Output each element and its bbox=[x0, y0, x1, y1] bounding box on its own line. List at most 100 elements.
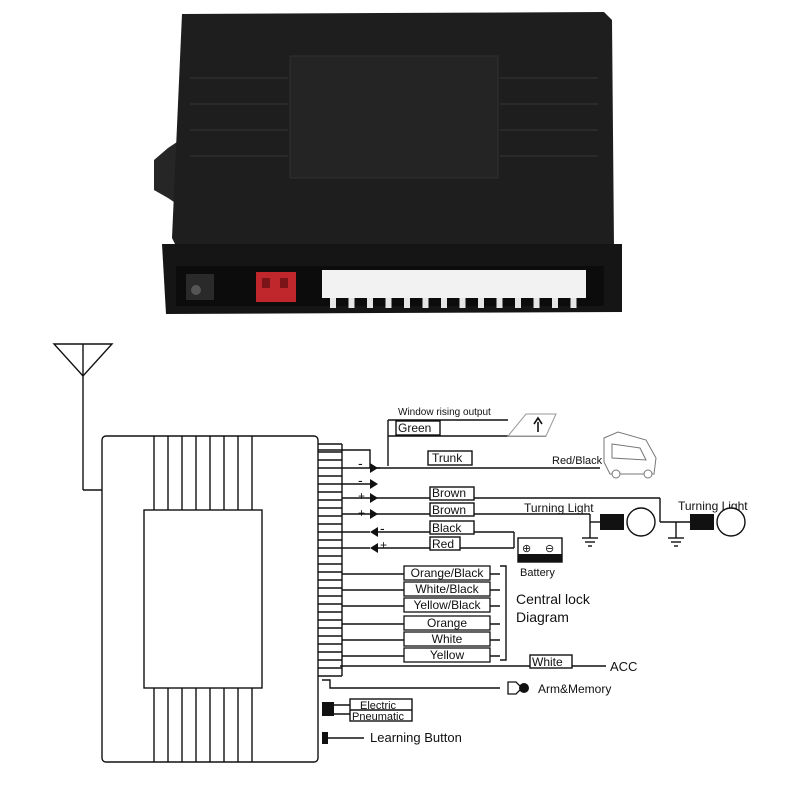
battery-base bbox=[518, 554, 562, 562]
wire-learning-button: Learning Button bbox=[322, 730, 462, 745]
wire-brown-2: Brown Turning Light bbox=[376, 501, 600, 523]
wire-black: Black bbox=[376, 520, 515, 548]
lock-label-box bbox=[403, 647, 491, 663]
connector-tooth bbox=[441, 298, 447, 308]
control-module bbox=[101, 435, 343, 763]
lock-label-box bbox=[403, 615, 491, 631]
connector-tooth bbox=[348, 298, 355, 308]
connector-tooth bbox=[478, 298, 484, 308]
label-black: Black bbox=[432, 521, 462, 535]
connector-tooth bbox=[459, 298, 466, 308]
module-inner-lines bbox=[153, 436, 253, 762]
polarity-arrow-icon bbox=[370, 543, 378, 553]
white-connector bbox=[322, 270, 586, 298]
connector-tooth bbox=[496, 298, 503, 308]
connector-tooth bbox=[330, 298, 336, 308]
wire-brown-1: Brown bbox=[376, 486, 690, 523]
label-turning-light-1: Turning Light bbox=[524, 501, 594, 515]
sign-plus-3: + bbox=[380, 538, 387, 552]
lock-label-box bbox=[403, 581, 491, 597]
connector-tooth bbox=[422, 298, 429, 308]
battery-minus: ⊖ bbox=[545, 543, 554, 555]
connector-tooth bbox=[552, 298, 558, 308]
polarity-arrow-icon bbox=[370, 509, 378, 519]
polarity-arrows bbox=[342, 463, 378, 553]
label-pneumatic: Pneumatic bbox=[352, 711, 404, 723]
label-battery: Battery bbox=[520, 567, 555, 579]
label-learning-button: Learning Button bbox=[370, 730, 462, 745]
antenna bbox=[52, 343, 114, 491]
label-red-black: Red/Black bbox=[552, 455, 603, 467]
lock-wire-label: Yellow/Black bbox=[414, 598, 482, 612]
red-connector-pin-b bbox=[280, 278, 288, 288]
label-box-brown-1 bbox=[429, 486, 475, 501]
wire-red: Red bbox=[376, 536, 514, 551]
lid-ribs bbox=[190, 77, 598, 157]
label-brown-1: Brown bbox=[432, 486, 466, 500]
lock-label-box bbox=[403, 631, 491, 647]
sign-minus-3: - bbox=[380, 520, 385, 536]
lock-wire-label: Orange/Black bbox=[411, 566, 485, 580]
wire-arm-memory: Arm&Memory bbox=[322, 679, 611, 696]
led-bulb bbox=[519, 683, 529, 693]
sign-plus-2: + bbox=[358, 506, 365, 520]
control-box-photo bbox=[154, 12, 622, 314]
connector-teeth bbox=[330, 298, 577, 308]
label-brown-2: Brown bbox=[432, 503, 466, 517]
lid-panel bbox=[289, 55, 499, 179]
turning-light-lamp-1 bbox=[582, 507, 656, 547]
red-connector-pin-a bbox=[262, 278, 270, 288]
connector-tooth bbox=[385, 298, 392, 308]
car-trunk-icon bbox=[603, 431, 657, 479]
sign-plus-1: + bbox=[358, 489, 365, 503]
polarity-arrow-icon bbox=[370, 479, 378, 489]
label-box-black bbox=[429, 520, 475, 535]
connector-tooth bbox=[570, 298, 577, 308]
connector-tooth bbox=[404, 298, 410, 308]
module-center-panel bbox=[143, 509, 263, 689]
sign-minus-2: - bbox=[358, 472, 363, 488]
jumper-connector bbox=[322, 702, 334, 716]
label-box-green bbox=[395, 420, 441, 436]
learning-button-knob bbox=[191, 285, 201, 295]
lock-label-box bbox=[403, 597, 491, 613]
wire-electric-pneumatic: Electric Pneumatic bbox=[322, 698, 413, 723]
lock-label-box bbox=[403, 565, 491, 581]
label-box-trunk bbox=[427, 450, 473, 466]
connector-tooth bbox=[515, 298, 521, 308]
label-trunk: Trunk bbox=[432, 451, 463, 465]
label-red: Red bbox=[432, 537, 454, 551]
polarity-arrow-icon bbox=[370, 493, 378, 503]
lock-wire-label: White/Black bbox=[415, 582, 479, 596]
lock-wire-label: Orange bbox=[427, 616, 467, 630]
label-acc: ACC bbox=[610, 659, 637, 674]
sign-minus-1: - bbox=[358, 455, 363, 471]
label-box-brown-2 bbox=[429, 502, 475, 517]
central-lock-bracket bbox=[500, 565, 507, 661]
connector-tooth bbox=[533, 298, 540, 308]
module-connector-stubs bbox=[318, 443, 343, 677]
polarity-arrow-icon bbox=[370, 527, 378, 537]
lock-wire-label: White bbox=[432, 632, 463, 646]
label-white-acc: White bbox=[532, 655, 563, 669]
window-up-arrow-icon bbox=[533, 416, 543, 432]
battery-plus: ⊕ bbox=[522, 543, 531, 555]
turning-light-lamp-2: Turning Light bbox=[668, 499, 748, 547]
polarity-arrow-icon bbox=[370, 463, 378, 473]
label-box-red bbox=[429, 536, 461, 551]
led-icon bbox=[507, 681, 523, 695]
label-green: Green bbox=[398, 421, 431, 435]
label-box-white-acc bbox=[529, 654, 573, 669]
wire-green: Green Window rising output bbox=[318, 407, 557, 469]
label-central-lock: Central lock bbox=[516, 591, 591, 607]
mounting-tab bbox=[154, 140, 180, 206]
label-window-output: Window rising output bbox=[398, 407, 491, 418]
wire-acc: White ACC bbox=[340, 654, 637, 674]
battery: ⊕ ⊖ Battery bbox=[517, 537, 563, 579]
connector-tooth bbox=[367, 298, 373, 308]
central-lock-wires: Orange/BlackWhite/BlackYellow/BlackOrang… bbox=[342, 565, 500, 663]
window-glass-icon bbox=[506, 413, 557, 437]
learning-button-connector bbox=[322, 732, 328, 744]
